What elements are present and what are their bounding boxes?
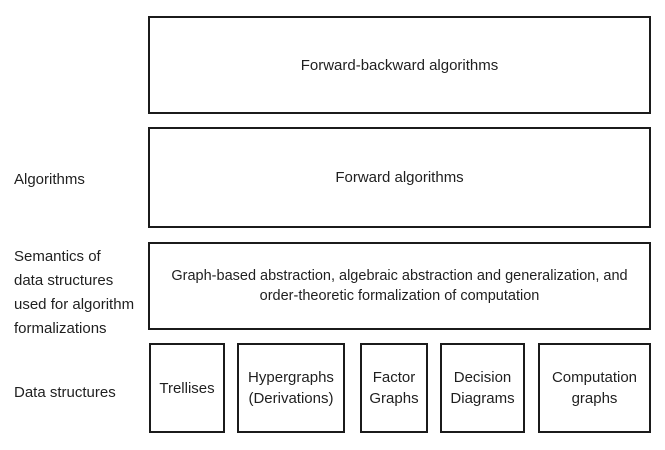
box-factor-graphs: Factor Graphs [360,343,428,433]
box-decision-diagrams: Decision Diagrams [440,343,525,433]
box-trellises: Trellises [149,343,225,433]
box-computation-graphs: Computation graphs [538,343,651,433]
box-hypergraphs-derivations: Hypergraphs (Derivations) [237,343,345,433]
row-label-data-structures: Data structures [14,384,116,401]
box-forward-backward-algorithms: Forward-backward algorithms [148,16,651,114]
box-forward-algorithms: Forward algorithms [148,127,651,228]
row-label-algorithms: Algorithms [14,171,85,188]
box-semantics-abstractions: Graph-based abstraction, algebraic abstr… [148,242,651,330]
row-label-semantics: Semantics of data structures used for al… [14,248,135,337]
